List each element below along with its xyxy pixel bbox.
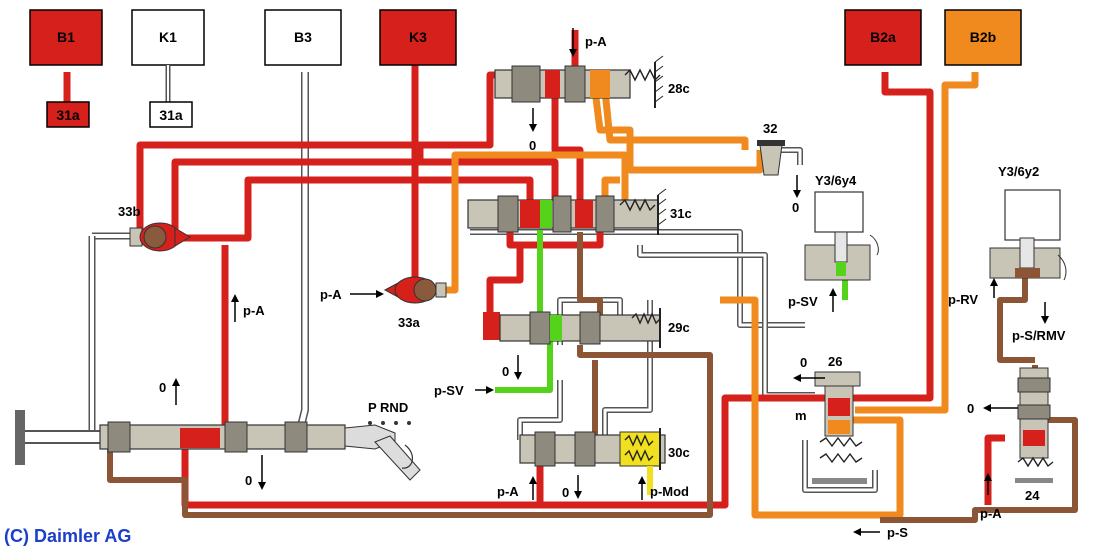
box-b3-label: B3 bbox=[294, 29, 312, 45]
exhaust-selector-down: 0 bbox=[245, 473, 252, 488]
solenoid-y2-label: Y3/6y2 bbox=[998, 164, 1039, 179]
manual-selector-valve: P RND bbox=[15, 400, 421, 481]
box-k1-label: K1 bbox=[159, 29, 177, 45]
valve-30c: 30c bbox=[519, 428, 690, 495]
orange-lines bbox=[440, 72, 979, 519]
valve-32: 32 bbox=[757, 121, 785, 176]
selector-positions-label: P RND bbox=[368, 400, 408, 415]
solenoid-y4: Y3/6y4 bbox=[804, 173, 879, 281]
box-b2b-label: B2b bbox=[970, 29, 996, 45]
label-psv-right: p-SV bbox=[788, 294, 818, 309]
box-k3-label: K3 bbox=[409, 29, 427, 45]
label-pa-33a: p-A bbox=[320, 287, 342, 302]
exhaust-28c: 0 bbox=[529, 138, 536, 153]
valve-33b-label: 33b bbox=[118, 204, 140, 219]
label-pa-left: p-A bbox=[243, 303, 265, 318]
exhaust-32: 0 bbox=[792, 200, 799, 215]
box-k1: K1 31a bbox=[131, 9, 205, 128]
pressure-arrows bbox=[172, 28, 1049, 536]
label-pmod: p-Mod bbox=[650, 484, 689, 499]
box-b3: B3 bbox=[264, 9, 342, 66]
valve-32-label: 32 bbox=[763, 121, 777, 136]
copyright-notice: (C) Daimler AG bbox=[4, 526, 131, 546]
valve-33a-label: 33a bbox=[398, 315, 420, 330]
valve-24: 24 bbox=[1015, 367, 1054, 503]
valve-30c-label: 30c bbox=[668, 445, 690, 460]
box-k1-sub-label: 31a bbox=[159, 107, 183, 123]
box-b2a: B2a bbox=[844, 9, 922, 66]
exhaust-29c: 0 bbox=[502, 364, 509, 379]
valve-33b: 33b bbox=[118, 204, 191, 252]
valve-28c-label: 28c bbox=[668, 81, 690, 96]
label-pa-24: p-A bbox=[980, 506, 1002, 521]
exhaust-26: 0 bbox=[800, 355, 807, 370]
exhaust-rmv: 0 bbox=[967, 401, 974, 416]
box-b1: B1 31a bbox=[29, 9, 103, 128]
label-pa-30c: p-A bbox=[497, 484, 519, 499]
box-b1-label: B1 bbox=[57, 29, 75, 45]
label-psv-left: p-SV bbox=[434, 383, 464, 398]
box-b2b: B2b bbox=[944, 9, 1022, 66]
pressure-labels: p-A p-A p-A p-SV p-A p-Mod p-SV p-RV p-S… bbox=[243, 34, 1066, 540]
valve-33a: 33a bbox=[383, 276, 447, 330]
valve-28c: 28c bbox=[494, 55, 690, 108]
solenoid-y2: Y3/6y2 bbox=[989, 164, 1067, 281]
label-pa-top: p-A bbox=[585, 34, 607, 49]
valve-31c: 31c bbox=[467, 188, 692, 235]
label-psrmv: p-S/RMV bbox=[1012, 328, 1066, 343]
valve-29c: 29c bbox=[483, 308, 690, 348]
solenoid-y4-label: Y3/6y4 bbox=[815, 173, 857, 188]
exhaust-30c: 0 bbox=[562, 485, 569, 500]
valve-26-label: 26 bbox=[828, 354, 842, 369]
label-prv: p-RV bbox=[948, 292, 978, 307]
valve-26-m-label: m bbox=[795, 408, 807, 423]
exhaust-selector-up: 0 bbox=[159, 380, 166, 395]
box-b2a-label: B2a bbox=[870, 29, 896, 45]
label-ps-bottom: p-S bbox=[887, 525, 908, 540]
valve-31c-label: 31c bbox=[670, 206, 692, 221]
valve-29c-label: 29c bbox=[668, 320, 690, 335]
valve-24-label: 24 bbox=[1025, 488, 1040, 503]
valve-26: 26 m bbox=[795, 354, 867, 484]
box-b1-sub-label: 31a bbox=[56, 107, 80, 123]
signal-boxes: B1 31a K1 31a B3 K3 B2a B2b bbox=[29, 9, 1022, 128]
exhaust-labels: 0 0 0 0 0 0 0 0 bbox=[159, 138, 974, 500]
box-k3: K3 bbox=[379, 9, 457, 66]
